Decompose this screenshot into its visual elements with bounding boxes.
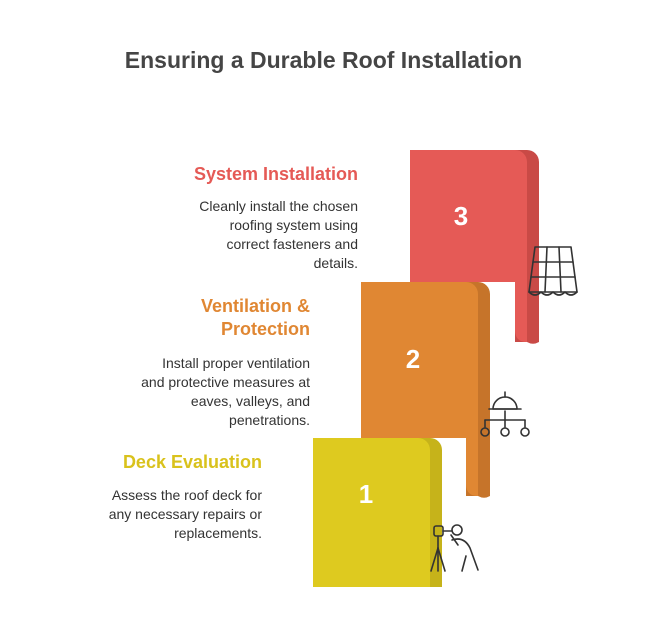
step-2-description: Install proper ventilation and protectiv… <box>141 354 310 430</box>
surveyor-icon <box>430 524 479 572</box>
hardhat-network-icon <box>480 391 530 437</box>
step-1-banner: 1 <box>313 438 442 587</box>
step-3-description: Cleanly install the chosen roofing syste… <box>199 197 358 273</box>
step-2-description-line: and protective measures at <box>141 374 310 390</box>
step-3-description-line: correct fasteners and <box>226 236 358 252</box>
page-title: Ensuring a Durable Roof Installation <box>124 47 523 73</box>
step-2-banner: 2 <box>361 282 490 498</box>
step-3-description-line: roofing system using <box>229 217 358 233</box>
step-3-heading: System Installation <box>193 164 358 184</box>
step-1-description-line: replacements. <box>174 525 262 541</box>
step-3-description-line: details. <box>313 255 358 271</box>
step-3-description-line: Cleanly install the chosen <box>199 198 358 214</box>
step-2-heading-line: Ventilation & <box>200 296 310 316</box>
step-2-description-line: Install proper ventilation <box>162 355 310 371</box>
step-2-heading-line: Protection <box>220 319 310 339</box>
step-3-number: 3 <box>454 201 468 231</box>
step-1-description: Assess the roof deck for any necessary r… <box>109 486 262 543</box>
step-1-description-line: Assess the roof deck for <box>111 487 262 503</box>
roof-tiles-icon <box>528 246 578 296</box>
step-1-panel <box>313 438 430 587</box>
step-2-description-line: eaves, valleys, and <box>190 393 310 409</box>
step-2-heading: Ventilation & Protection <box>201 295 310 341</box>
step-1-description-line: any necessary repairs or <box>108 506 262 522</box>
step-3-panel <box>410 150 527 342</box>
step-1-heading: Deck Evaluation <box>122 452 262 472</box>
step-2-number: 2 <box>406 344 420 374</box>
step-1-number: 1 <box>359 479 373 509</box>
step-2-description-line: penetrations. <box>229 412 310 428</box>
step-2-panel <box>361 282 478 496</box>
